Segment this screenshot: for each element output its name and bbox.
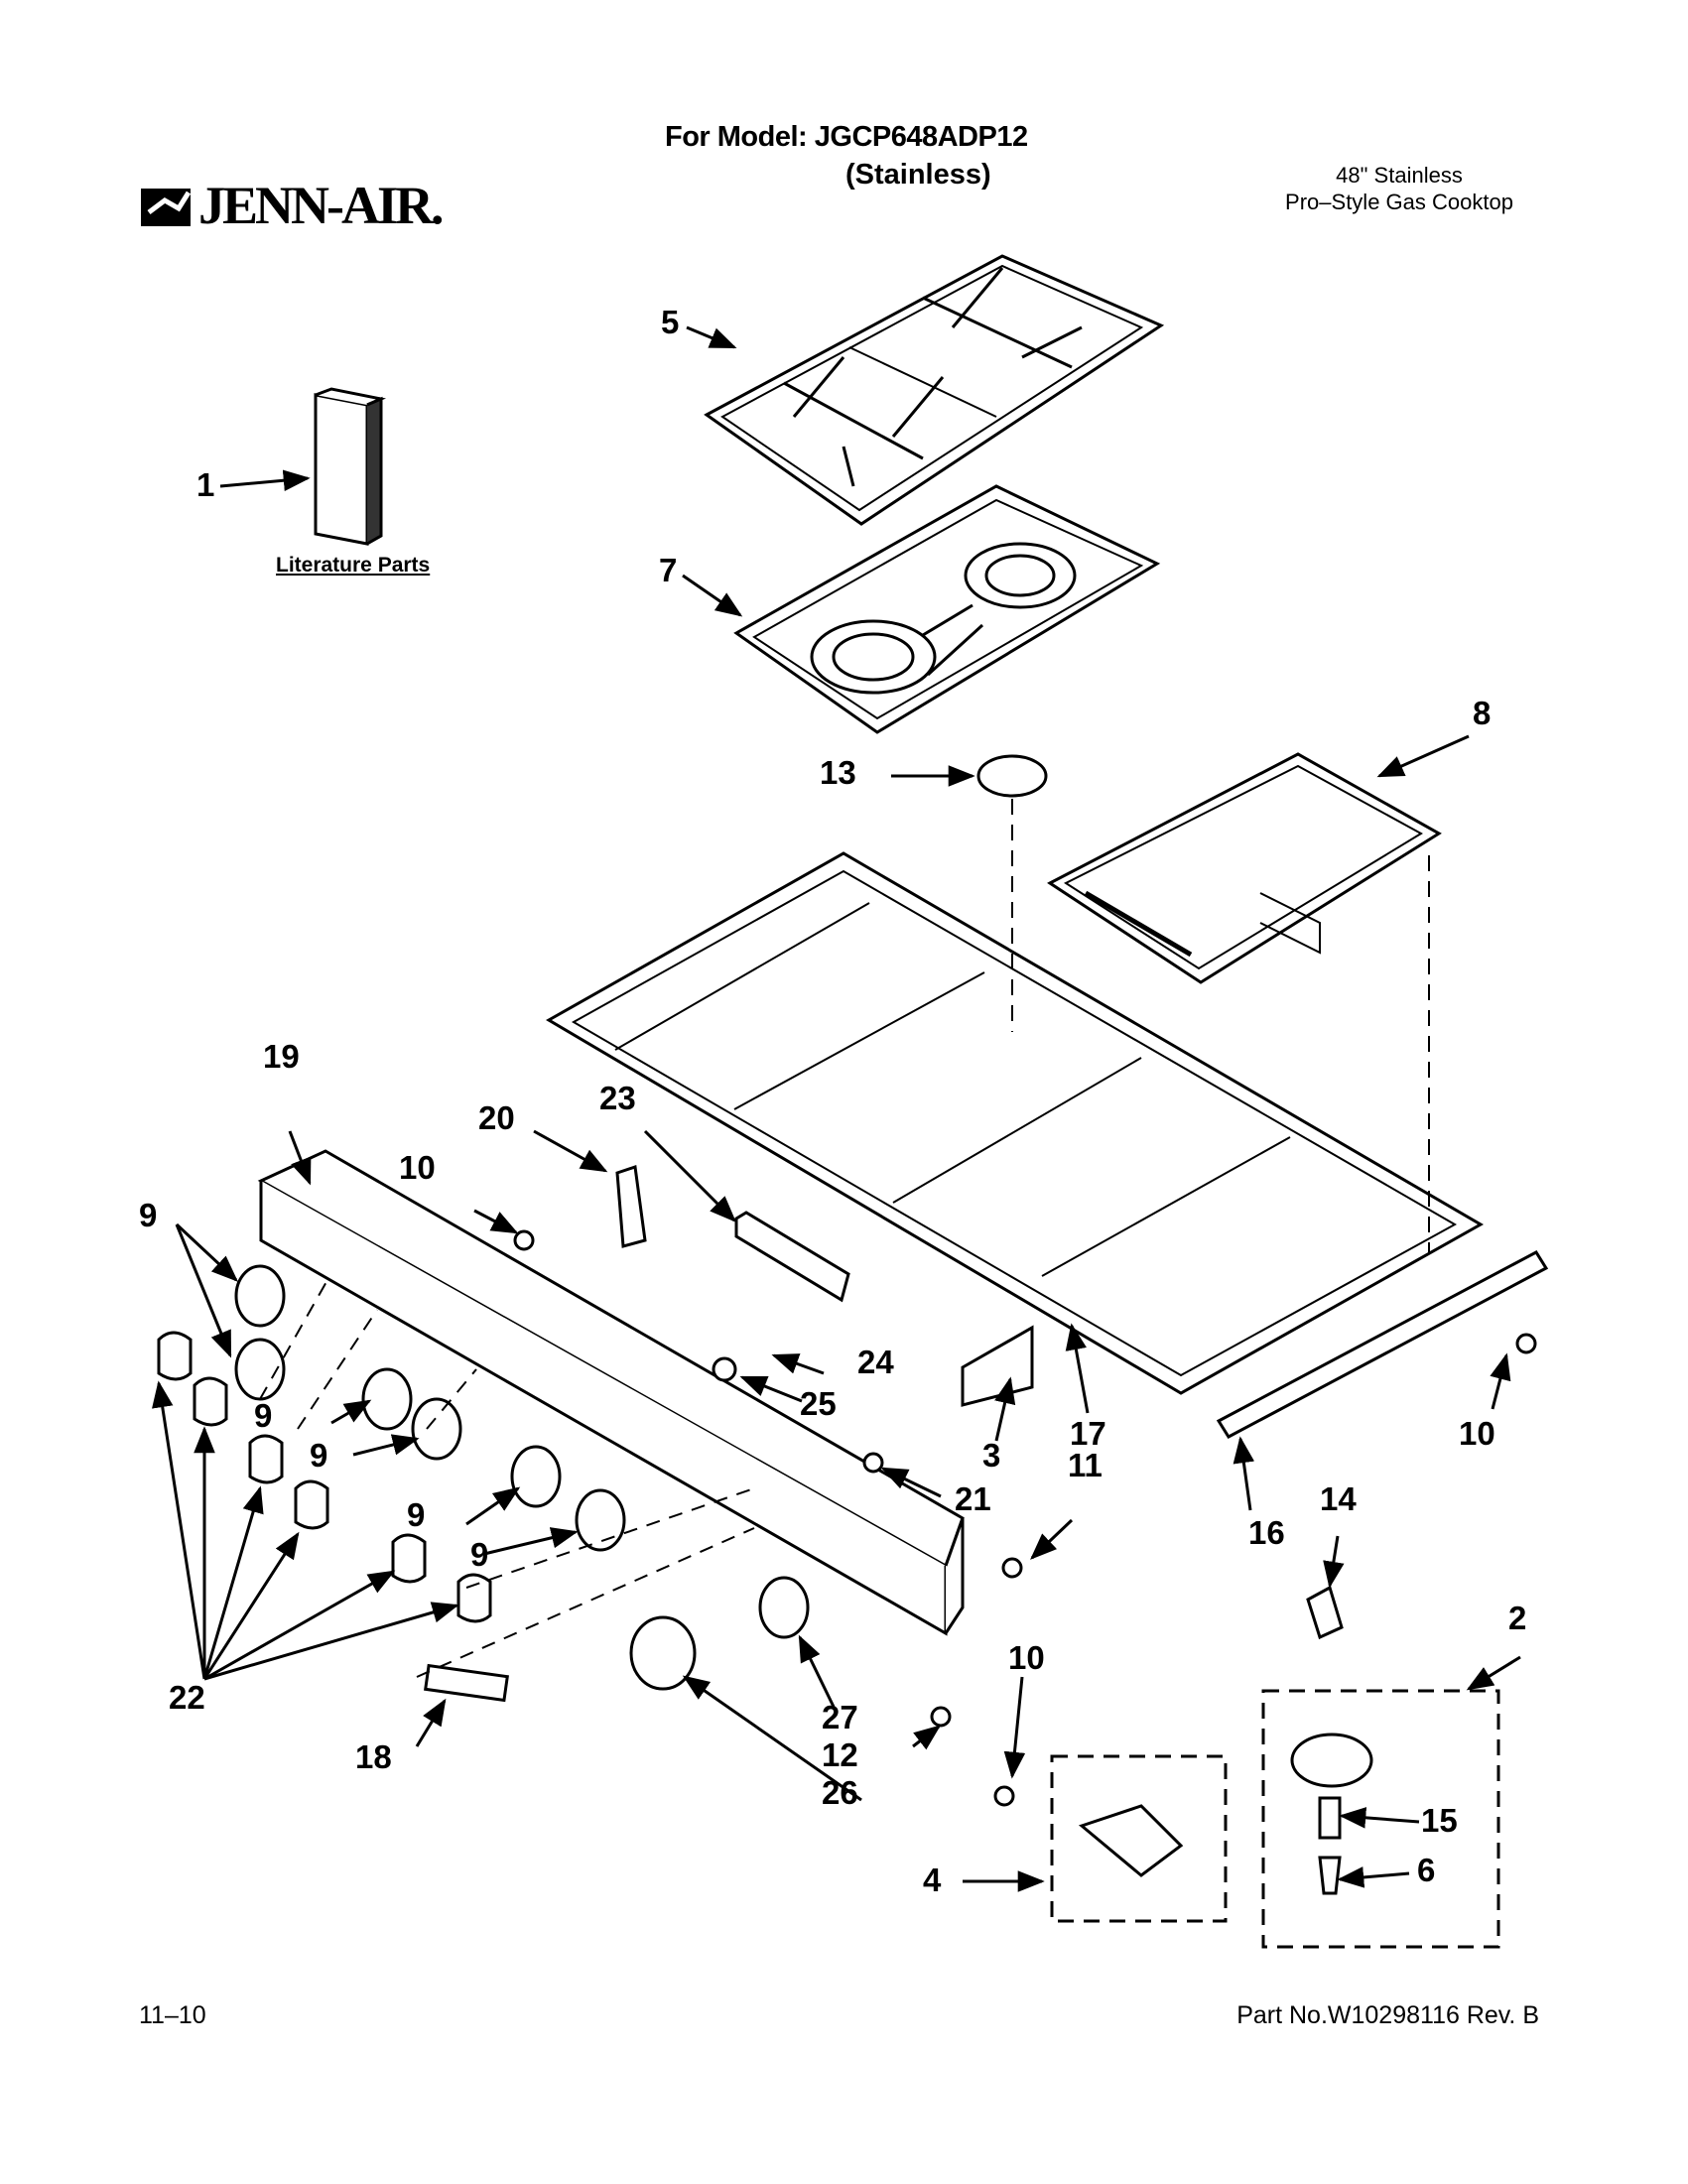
control-knobs [157,1331,492,1623]
callout-16: 16 [1248,1514,1285,1551]
callout-11: 11 [1068,1447,1103,1483]
callout-9-second: 9 [254,1397,273,1434]
callout-1: 1 [196,466,215,503]
screw-parts [513,1229,1537,1807]
center-knob-part [629,1615,697,1691]
description-line-2: Pro–Style Gas Cooktop [1285,190,1513,214]
callout-8: 8 [1473,695,1492,731]
callout-4: 4 [923,1862,942,1898]
burner-tray-part [733,484,1161,734]
model-variant: (Stainless) [845,159,991,191]
callout-27: 27 [822,1699,858,1735]
callout-9-third: 9 [310,1437,328,1474]
clip-part-14 [1306,1585,1344,1640]
callout-7: 7 [659,552,678,588]
brand-logo-text: JENN-AIR. [198,176,445,235]
callout-10-lower: 10 [1008,1639,1045,1676]
callout-2: 2 [1508,1600,1527,1636]
callout-6: 6 [1417,1852,1436,1888]
burner-assembly-box [1261,1689,1500,1949]
literature-parts-label: Literature Parts [276,554,431,577]
callout-9-fourth: 9 [407,1496,426,1533]
bracket-part-23 [734,1211,850,1303]
valve-assembly-box [1050,1754,1228,1923]
product-description: 48" Stainless Pro–Style Gas Cooktop [1240,162,1558,215]
callout-17: 17 [1070,1415,1106,1452]
date-code: 11–10 [139,2001,206,2029]
block-part-20 [615,1165,647,1248]
model-title: For Model: JGCP648ADP12 [665,121,1028,153]
callout-15: 15 [1421,1802,1458,1839]
callout-3: 3 [982,1437,1001,1474]
trim-strip-part [1216,1250,1549,1439]
description-line-1: 48" Stainless [1336,163,1463,188]
callout-10-upper: 10 [399,1149,436,1186]
callout-10-right: 10 [1459,1415,1495,1452]
callout-13: 13 [820,754,856,791]
callout-12: 12 [822,1736,858,1773]
bracket-part-3 [961,1325,1034,1407]
burner-cap-part [976,754,1048,798]
callout-18: 18 [355,1738,392,1775]
control-panel-part [257,1149,965,1636]
burner-grate-part [704,254,1165,526]
callout-25: 25 [800,1385,837,1422]
callout-26: 26 [822,1774,858,1811]
cooktop-frame-part [546,851,1485,1395]
callout-23: 23 [599,1080,636,1116]
callout-14: 14 [1320,1480,1357,1517]
griddle-plate-part [1047,752,1442,984]
literature-book-part [314,387,387,546]
callout-22: 22 [169,1679,205,1716]
part-number: Part No.W10298116 Rev. B [1236,2001,1539,2029]
callout-20: 20 [478,1099,515,1136]
callout-19: 19 [263,1038,300,1075]
callout-24: 24 [857,1344,894,1380]
callout-9-fifth: 9 [470,1536,489,1573]
knob-bezels [234,1264,810,1639]
callout-21: 21 [955,1480,991,1517]
brand-logo-icon [141,189,192,226]
callout-9-first: 9 [139,1197,158,1233]
callout-5: 5 [661,304,680,340]
badge-part [424,1663,509,1703]
